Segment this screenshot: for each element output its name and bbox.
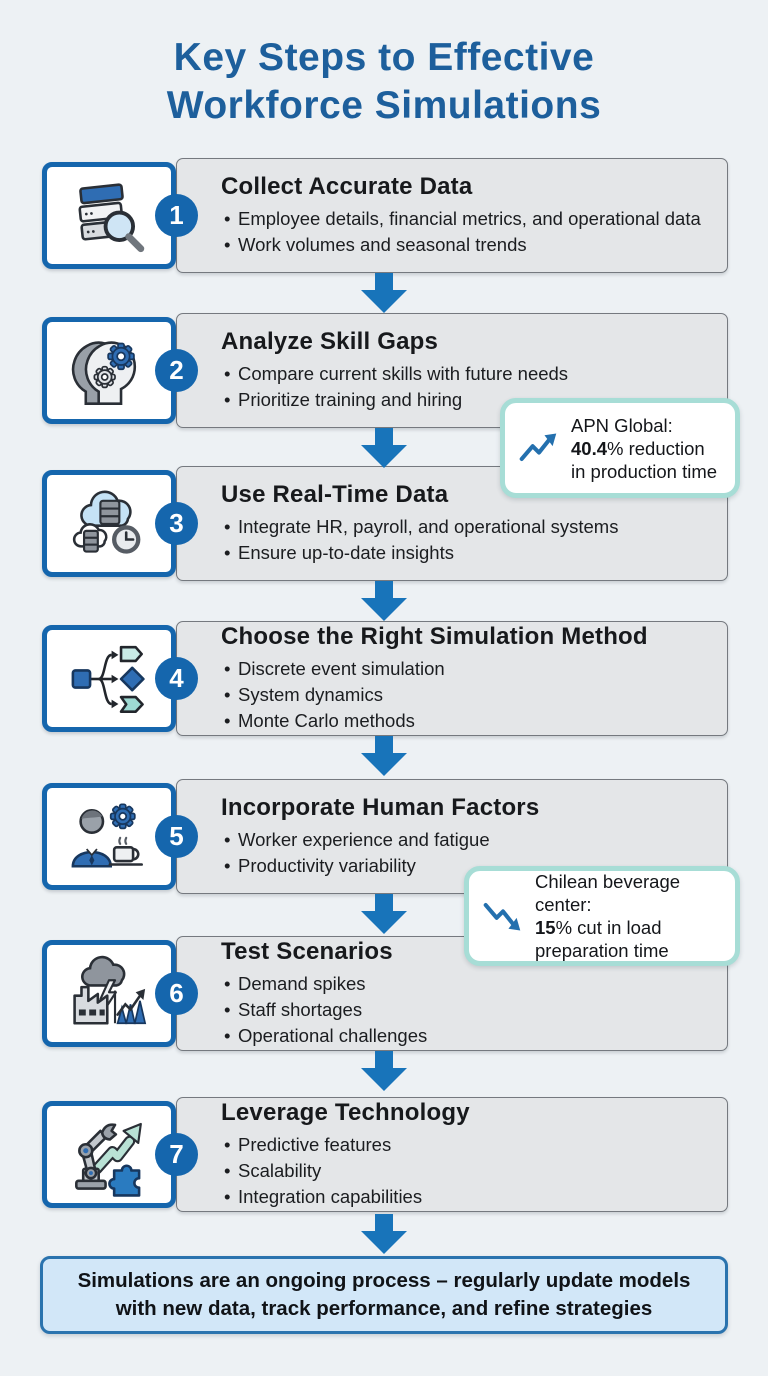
step-bullet: Monte Carlo methods [221, 708, 713, 734]
step-2-number-badge: 2 [155, 349, 198, 392]
callout-stat: 40.4 [571, 437, 608, 459]
callout-stat-text: % cut in load preparation time [535, 917, 669, 961]
step-bullet: Employee details, financial metrics, and… [221, 206, 713, 232]
step-row-3: Use Real-Time Data Integrate HR, payroll… [42, 466, 728, 581]
step-2-bullets: Compare current skills with future needs… [221, 361, 713, 413]
worker-gear-coffee-icon [71, 802, 143, 868]
trend-up-icon [519, 433, 557, 461]
step-7-bullets: Predictive featuresScalabilityIntegratio… [221, 1132, 713, 1210]
step-3-bullets: Integrate HR, payroll, and operational s… [221, 514, 713, 566]
step-3-title: Use Real-Time Data [221, 481, 449, 508]
step-bullet: Discrete event simulation [221, 656, 713, 682]
step-bullet: Compare current skills with future needs [221, 361, 713, 387]
flow-arrow-down-icon [361, 273, 407, 313]
flow-arrow-down-icon [361, 736, 407, 776]
step-6-icon-box [42, 940, 176, 1047]
step-5-number-badge: 5 [155, 815, 198, 858]
step-bullet: Staff shortages [221, 997, 713, 1023]
step-4-number-badge: 4 [155, 657, 198, 700]
step-bullet: Integration capabilities [221, 1184, 713, 1210]
callout-text: APN Global: 40.4% reduction in productio… [571, 414, 721, 483]
step-6-bullets: Demand spikesStaff shortagesOperational … [221, 971, 713, 1049]
callout-label: APN Global: [571, 414, 673, 436]
step-bullet: System dynamics [221, 682, 713, 708]
step-1-bullets: Employee details, financial metrics, and… [221, 206, 713, 258]
step-7-content-box: Leverage Technology Predictive featuresS… [176, 1097, 728, 1212]
trend-down-icon [483, 903, 521, 931]
footer-text: Simulations are an ongoing process – reg… [77, 1269, 691, 1320]
page-title-line2: Workforce Simulations [166, 83, 602, 127]
step-4-title: Choose the Right Simulation Method [221, 623, 648, 650]
step-1-icon-box [42, 162, 176, 269]
step-2-title: Analyze Skill Gaps [221, 328, 439, 355]
step-bullet: Integrate HR, payroll, and operational s… [221, 514, 713, 540]
step-6-title: Test Scenarios [221, 938, 393, 965]
flow-arrow-down-icon [361, 1214, 407, 1254]
flow-arrow-down-icon [361, 894, 407, 934]
callout-chilean-beverage: Chilean beverage center: 15% cut in load… [464, 866, 740, 966]
step-bullet: Prioritize training and hiring [221, 387, 713, 413]
callout-stat: 15 [535, 917, 556, 938]
step-7-number-badge: 7 [155, 1133, 198, 1176]
flowchart-branches-icon [71, 645, 145, 713]
head-gears-icon [71, 340, 137, 405]
step-row-7: Leverage Technology Predictive featuresS… [42, 1097, 728, 1212]
step-bullet: Scalability [221, 1158, 713, 1184]
step-4-bullets: Discrete event simulationSystem dynamics… [221, 656, 713, 734]
database-search-icon [78, 182, 145, 252]
step-bullet: Productivity variability [221, 853, 713, 879]
factory-storm-chart-icon [73, 955, 147, 1025]
callout-stat-line: 15% cut in load preparation time [535, 916, 721, 962]
step-row-1: Collect Accurate Data Employee details, … [42, 158, 728, 273]
callout-stat-line: 40.4% reduction in production time [571, 437, 721, 483]
step-6-number-badge: 6 [155, 972, 198, 1015]
step-row-4: Choose the Right Simulation Method Discr… [42, 621, 728, 736]
step-3-number-badge: 3 [155, 502, 198, 545]
step-bullet: Operational challenges [221, 1023, 713, 1049]
step-bullet: Work volumes and seasonal trends [221, 232, 713, 258]
step-bullet: Ensure up-to-date insights [221, 540, 713, 566]
step-4-icon-box [42, 625, 176, 732]
footer-banner: Simulations are an ongoing process – reg… [40, 1256, 728, 1334]
callout-apn-global: APN Global: 40.4% reduction in productio… [500, 398, 740, 498]
step-bullet: Predictive features [221, 1132, 713, 1158]
step-bullet: Demand spikes [221, 971, 713, 997]
flow-arrow-down-icon [361, 428, 407, 468]
step-7-title: Leverage Technology [221, 1099, 470, 1126]
flow-arrow-down-icon [361, 581, 407, 621]
flow-arrow-down-icon [361, 1051, 407, 1091]
cloud-servers-clock-icon [72, 490, 141, 554]
step-1-number-badge: 1 [155, 194, 198, 237]
callout-text: Chilean beverage center: 15% cut in load… [535, 870, 721, 962]
callout-stat-text: % reduction in production time [571, 437, 718, 482]
step-5-icon-box [42, 783, 176, 890]
step-3-icon-box [42, 470, 176, 577]
step-row-6: Test Scenarios Demand spikesStaff shorta… [42, 936, 728, 1051]
step-bullet: Worker experience and fatigue [221, 827, 713, 853]
page-title-line1: Key Steps to Effective [173, 36, 595, 79]
step-7-icon-box [42, 1101, 176, 1208]
step-4-content-box: Choose the Right Simulation Method Discr… [176, 621, 728, 736]
step-1-title: Collect Accurate Data [221, 173, 473, 200]
robot-arm-growth-puzzle-icon [75, 1122, 142, 1197]
step-5-title: Incorporate Human Factors [221, 794, 540, 821]
step-1-content-box: Collect Accurate Data Employee details, … [176, 158, 728, 273]
step-6-content-box: Test Scenarios Demand spikesStaff shorta… [176, 936, 728, 1051]
callout-label: Chilean beverage center: [535, 871, 681, 915]
step-5-bullets: Worker experience and fatigueProductivit… [221, 827, 713, 879]
